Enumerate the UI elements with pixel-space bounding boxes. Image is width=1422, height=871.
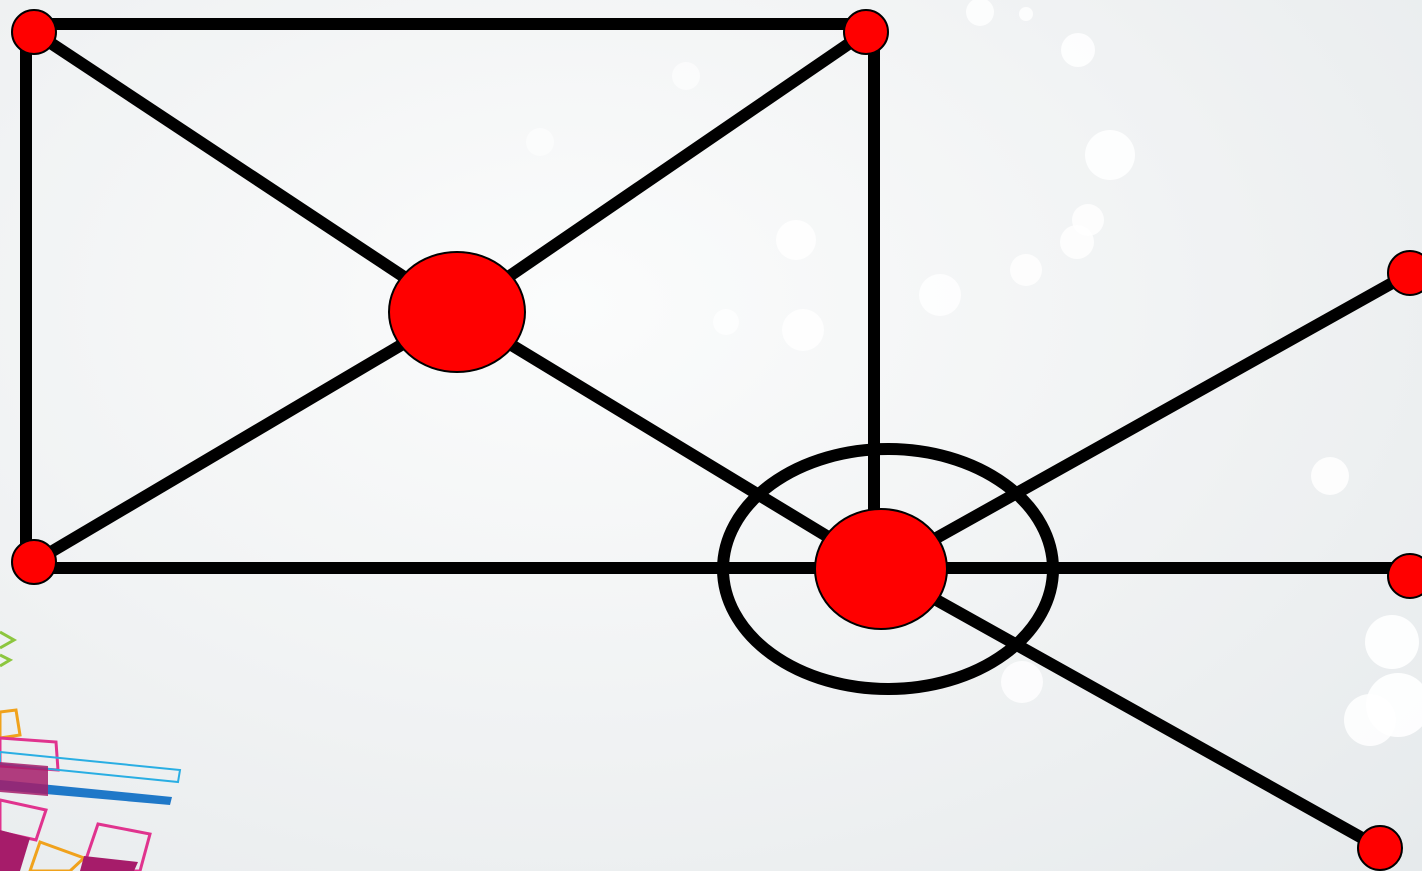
node-top-left bbox=[12, 10, 56, 54]
edge-top-left-to-center bbox=[34, 32, 457, 312]
edge-hub-to-right-lower bbox=[881, 569, 1380, 848]
node-right-lower bbox=[1358, 826, 1402, 870]
node-bottom-left bbox=[12, 540, 56, 584]
decorative-ribbons bbox=[0, 632, 180, 871]
edge-top-right-to-center bbox=[457, 32, 866, 312]
node-hub bbox=[815, 509, 947, 629]
node-right-middle bbox=[1388, 554, 1422, 598]
edge-center-to-bottom-left bbox=[34, 312, 457, 562]
node-top-right bbox=[844, 10, 888, 54]
node-center bbox=[389, 252, 525, 372]
node-right-upper bbox=[1388, 251, 1422, 295]
bokeh-background bbox=[526, 0, 1422, 746]
edge-hub-to-right-upper bbox=[881, 273, 1410, 569]
edges-layer bbox=[26, 24, 1422, 848]
edge-center-to-hub bbox=[457, 312, 881, 569]
